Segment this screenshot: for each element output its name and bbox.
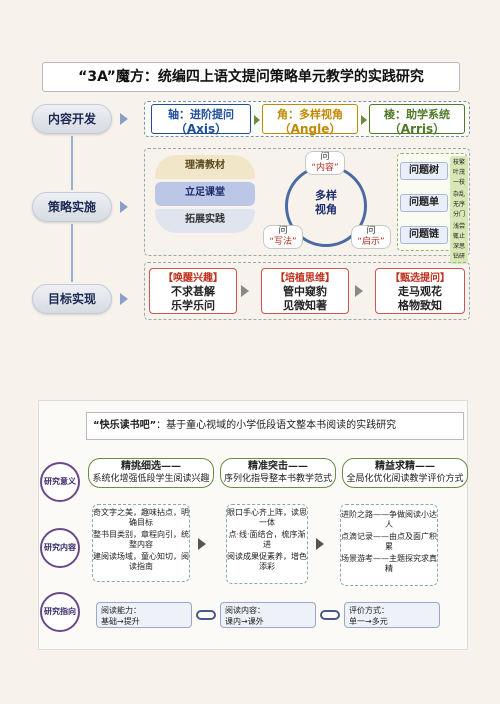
content-item: 点滴记录——由点及面广积累 <box>341 532 437 551</box>
header-refine: 精益求精—— 全局化优化阅读教学评价方式 <box>342 458 468 488</box>
arch-textbook: 理清教材 <box>155 155 255 179</box>
content-item: 整书目类别，章程向引，统整内容 <box>93 530 189 549</box>
triangle-icon <box>254 115 260 125</box>
angle-title: 角：多样视角 <box>277 108 343 121</box>
header-sub: 序列化指导整本书教学范式 <box>223 474 332 484</box>
tree-note: 浅尝辄止 深思钻研 <box>450 220 468 264</box>
chain-evaluation: 评价方式： 单一→多元 <box>344 602 440 628</box>
content-item: 眼口手心齐上阵，读思一体 <box>227 508 307 527</box>
axis-title: 轴：进阶提问 <box>168 108 234 121</box>
header-sub: 全局化优化阅读教学评价方式 <box>346 474 464 484</box>
support-system: 问题树 枝繁叶茂 一枝一干 问题单 杂乱无序 分门别类 问题链 浅尝辄止 深思钻… <box>397 153 468 264</box>
connector-line <box>71 224 73 282</box>
panel-reading-bar: “快乐读书吧”：基于童心视域的小学低段语文整本书阅读的实践研究 研究意义 研究内… <box>30 400 470 650</box>
panel1-title: “3A”魔方：统编四上语文提问策略单元教学的实践研究 <box>42 62 460 92</box>
goal-interest: 【唤醒兴趣】 不求甚解 乐学乐问 <box>149 268 237 314</box>
chain-content: 阅读内容： 课内→课外 <box>220 602 316 628</box>
chain-label: 阅读能力： <box>101 606 141 615</box>
chain-link-icon <box>320 610 340 620</box>
bubble-direction: 研究指向 <box>40 592 80 632</box>
goal-line: 见微知著 <box>283 299 327 312</box>
axis-subtitle: （Axis） <box>174 122 228 136</box>
header-sub: 系统化增强低段学生阅读兴趣 <box>92 474 210 484</box>
goal-line: 格物致知 <box>398 299 442 312</box>
arrow-right-icon <box>120 201 128 213</box>
tree-label: 问题单 <box>400 194 448 212</box>
header-title: 精挑细选—— <box>121 461 181 472</box>
header-select: 精挑细选—— 系统化增强低段学生阅读兴趣 <box>88 458 214 488</box>
center-label: 多样 视角 <box>303 189 349 217</box>
arrow-right-icon <box>316 538 324 550</box>
content-item: 进阶之路——争做阅读小达人 <box>341 510 437 529</box>
goal-title: 【唤醒兴趣】 <box>163 273 223 284</box>
label-strategy-implementation: 策略实施 <box>32 192 112 222</box>
title-bold: “快乐读书吧” <box>93 420 157 431</box>
chain-ability: 阅读能力： 基础→提升 <box>96 602 192 628</box>
arris-title: 棱：助学系统 <box>384 108 450 121</box>
content-col-3: 进阶之路——争做阅读小达人 点滴记录——由点及面广积累 场景游考——主题探究求真… <box>340 504 438 586</box>
tree-label: 问题树 <box>400 162 448 180</box>
goal-line: 管中窥豹 <box>283 285 327 298</box>
center-line-1: 多样 <box>315 189 337 202</box>
pill-content: 问 “内容” <box>305 151 345 175</box>
chain-link-icon <box>196 610 216 620</box>
triangle-icon <box>361 115 367 125</box>
goals-row: 【唤醒兴趣】 不求甚解 乐学乐问 【培植思维】 管中窥豹 见微知著 【甄选提问】… <box>144 262 470 320</box>
header-title: 精益求精—— <box>375 461 435 472</box>
arrow-right-icon <box>120 113 128 125</box>
arris-subtitle: （Arris） <box>388 122 446 136</box>
chain-value: 单一→多元 <box>349 617 388 626</box>
arris-box: 棱：助学系统 （Arris） <box>369 104 465 136</box>
content-col-1: 奇文字之美，趣味拈点，明确目标 整书目类别，章程向引，统整内容 建阅读场域，童心… <box>92 504 190 582</box>
goal-line: 走马观花 <box>398 285 442 298</box>
pill-question: 问 <box>366 226 376 236</box>
header-title: 精准突击—— <box>248 461 308 472</box>
content-col-2: 眼口手心齐上阵，读思一体 点·线·面结合，梳序渐进 阅读成果促素养，增色添彩 <box>226 504 308 584</box>
connector-line <box>71 136 73 190</box>
goal-title: 【培植思维】 <box>275 273 335 284</box>
bubble-significance: 研究意义 <box>40 462 80 502</box>
goal-line: 不求甚解 <box>171 285 215 298</box>
content-item: 场景游考——主题探究求真精 <box>341 554 437 573</box>
chain-value: 课内→课外 <box>225 617 264 626</box>
axis-box: 轴：进阶提问 （Axis） <box>151 104 251 136</box>
tree-label: 问题链 <box>400 226 448 244</box>
arrow-right-icon <box>355 285 363 297</box>
angle-subtitle: （Angle） <box>278 122 342 136</box>
center-line-2: 视角 <box>315 203 337 216</box>
bubble-content: 研究内容 <box>40 528 80 568</box>
content-item: 奇文字之美，趣味拈点，明确目标 <box>93 508 189 527</box>
pill-writing: 问 “写法” <box>263 225 303 249</box>
content-item: 阅读成果促素养，增色添彩 <box>227 552 307 571</box>
goal-questioning: 【甄选提问】 走马观花 格物致知 <box>375 268 465 314</box>
strategy-area: 理清教材 立足课堂 拓展实践 多样 视角 问 “内容” 问 “写法” 问 “启示… <box>144 148 470 264</box>
goal-title: 【甄选提问】 <box>390 273 450 284</box>
arch-practice: 拓展实践 <box>155 209 255 233</box>
axes-row: 轴：进阶提问 （Axis） 角：多样视角 （Angle） 棱：助学系统 （Arr… <box>144 101 470 137</box>
arrow-right-icon <box>198 538 206 550</box>
title-rest: ：基于童心视域的小学低段语文整本书阅读的实践研究 <box>156 420 397 431</box>
panel2-title: “快乐读书吧”：基于童心视域的小学低段语文整本书阅读的实践研究 <box>86 412 464 440</box>
pill-label: “写法” <box>269 237 297 247</box>
label-goal-achievement: 目标实现 <box>32 284 112 314</box>
arch-classroom: 立足课堂 <box>155 182 255 206</box>
chain-value: 基础→提升 <box>101 617 140 626</box>
pill-label: “启示” <box>357 237 385 247</box>
content-item: 建阅读场域，童心知切，阅读指南 <box>93 552 189 571</box>
goal-line: 乐学乐问 <box>171 299 215 312</box>
header-precise: 精准突击—— 序列化指导整本书教学范式 <box>220 458 336 488</box>
arrow-right-icon <box>241 285 249 297</box>
panel-3a-cube: “3A”魔方：统编四上语文提问策略单元教学的实践研究 内容开发 策略实施 目标实… <box>32 56 470 326</box>
label-content-development: 内容开发 <box>32 104 112 134</box>
chain-label: 评价方式： <box>349 606 389 615</box>
pill-question: 问 <box>320 152 330 162</box>
pill-question: 问 <box>278 226 288 236</box>
content-item: 点·线·面结合，梳序渐进 <box>228 530 306 549</box>
chain-label: 阅读内容： <box>225 606 265 615</box>
angle-box: 角：多样视角 （Angle） <box>262 104 358 136</box>
goal-thinking: 【培植思维】 管中窥豹 见微知著 <box>261 268 349 314</box>
pill-label: “内容” <box>311 163 339 173</box>
pill-inspiration: 问 “启示” <box>351 225 391 249</box>
arrow-right-icon <box>120 293 128 305</box>
